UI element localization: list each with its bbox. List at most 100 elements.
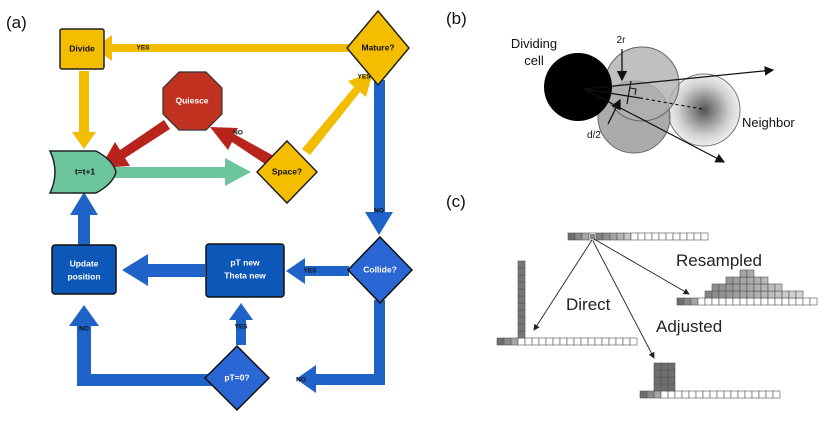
dividing-cell (544, 53, 612, 121)
grid-cell (517, 260, 526, 269)
grid-cell (746, 276, 755, 285)
grid-cell (517, 295, 526, 304)
edge-collide-to-ptzero (296, 300, 385, 393)
grid-cell (753, 283, 762, 292)
grid-cell (746, 297, 755, 306)
grid-cell (496, 337, 505, 346)
label-space-to-quiesce: NO (233, 130, 243, 137)
d-half-label: d/2 (587, 130, 601, 141)
grid-cell (622, 337, 631, 346)
edge-collide-to-ptnew (286, 258, 349, 284)
grid-cell (739, 297, 748, 306)
grid-cell (629, 337, 638, 346)
grid-cell (517, 302, 526, 311)
grid-cell (660, 362, 669, 371)
grid-cell (637, 232, 646, 241)
update-position-node (51, 244, 117, 295)
adjusted-grid (639, 362, 781, 399)
grid-cell (795, 290, 804, 299)
grid-cell (644, 232, 653, 241)
daughter-cell-a (604, 46, 680, 122)
grid-cell (725, 283, 734, 292)
update-line1: Update (70, 258, 99, 268)
grid-cell (667, 376, 676, 385)
grid-cell (517, 281, 526, 290)
grid-cell (695, 390, 704, 399)
pt-new-line2: Theta new (224, 270, 266, 280)
grid-cell (767, 290, 776, 299)
panel-a-label: (a) (6, 13, 27, 32)
right-angle-mark (629, 87, 637, 96)
panel-b-label: (b) (446, 9, 467, 28)
grid-cell (732, 283, 741, 292)
grid-cell (788, 297, 797, 306)
pt-new-node (205, 243, 285, 298)
grid-cell (767, 297, 776, 306)
grid-cell (590, 234, 595, 239)
line-to-neighbor-dashed (639, 97, 703, 110)
tick-node (48, 150, 117, 194)
grid-cell (660, 383, 669, 392)
grid-cell (774, 283, 783, 292)
grid-cell (767, 283, 776, 292)
grid-cell (697, 297, 706, 306)
grid-cell (660, 376, 669, 385)
grid-cell (772, 390, 781, 399)
grid-cell (517, 288, 526, 297)
grid-cell (517, 309, 526, 318)
neighbor-label: Neighbor (742, 115, 795, 130)
grid-cell (538, 337, 547, 346)
grid-cell (660, 390, 669, 399)
grid-cell (725, 297, 734, 306)
edge-ptnew-to-update (122, 254, 205, 286)
grid-cell (746, 283, 755, 292)
grid-cell (679, 232, 688, 241)
edge-space-to-quiesce (210, 127, 274, 166)
grid-cell (531, 337, 540, 346)
grid-cell (552, 337, 561, 346)
grid-cell (718, 297, 727, 306)
adjusted-label: Adjusted (656, 317, 722, 336)
grid-cell (702, 390, 711, 399)
grid-cell (581, 232, 590, 241)
grid-cell (711, 297, 720, 306)
grid-cell (658, 232, 667, 241)
panel-c-diagram: Direct Resampled Adjusted (496, 232, 818, 399)
grid-cell (746, 290, 755, 299)
direct-grid (496, 260, 638, 346)
collide-node-label: Collide? (363, 264, 397, 274)
grid-cell (746, 269, 755, 278)
resampled-grid (676, 269, 818, 306)
line-to-middle (583, 88, 641, 99)
grid-cell (608, 337, 617, 346)
panel-c-label: (c) (446, 192, 466, 211)
grid-cell (667, 362, 676, 371)
grid-cell (574, 232, 583, 241)
space-node-label: Space? (272, 166, 302, 176)
label-collide-to-ptzero: NO (296, 377, 306, 384)
grid-cell (630, 232, 639, 241)
grid-cell (753, 290, 762, 299)
grid-cell (732, 297, 741, 306)
label-mature-to-collide: NO (374, 208, 384, 215)
grid-cell (676, 297, 685, 306)
grid-cell (802, 297, 811, 306)
grid-cell (524, 337, 533, 346)
grid-cell (609, 232, 618, 241)
grid-cell (517, 330, 526, 339)
collide-node (346, 235, 414, 305)
grid-cell (595, 232, 604, 241)
grid-cell (616, 232, 625, 241)
space-node (255, 139, 319, 205)
grid-cell (674, 390, 683, 399)
grid-cell (760, 283, 769, 292)
grid-cell (809, 297, 818, 306)
dividing-cell-label-2: cell (524, 53, 544, 68)
grid-cell (753, 276, 762, 285)
edge-ptzero-to-update (69, 305, 212, 386)
grid-cell (653, 369, 662, 378)
grid-cell (737, 390, 746, 399)
grid-cell (667, 390, 676, 399)
grid-cell (653, 376, 662, 385)
